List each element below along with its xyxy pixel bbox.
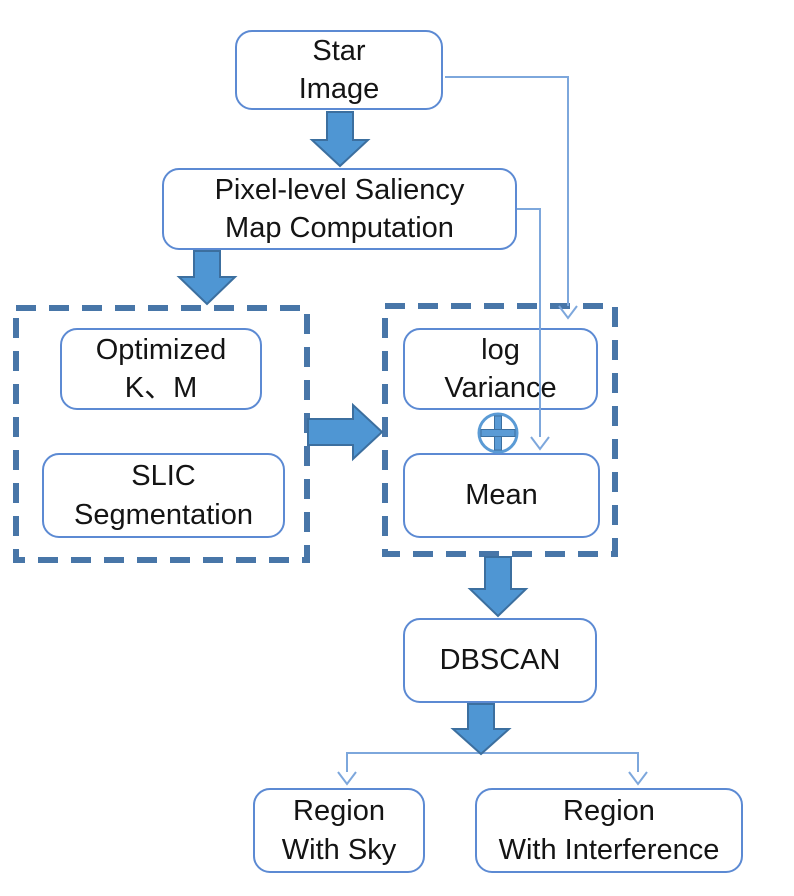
node-log-variance-label: log Variance <box>444 333 557 404</box>
arrow-dbscan-to-branches <box>450 703 512 756</box>
node-region-with-interference: Region With Interference <box>475 788 743 873</box>
arrow-pixel-to-left-group <box>176 250 238 306</box>
node-mean-label: Mean <box>465 479 538 512</box>
node-pixel-saliency-label: Pixel-level Saliency Map Computation <box>214 173 465 244</box>
circled-plus-icon <box>477 412 519 454</box>
arrow-left-group-to-right-group <box>307 402 384 462</box>
node-pixel-saliency: Pixel-level Saliency Map Computation <box>162 168 517 250</box>
node-mean: Mean <box>403 453 600 538</box>
node-star-image-label: Star Image <box>298 34 380 105</box>
node-region-with-sky: Region With Sky <box>253 788 425 873</box>
node-star-image: Star Image <box>235 30 443 110</box>
node-slic-segmentation-label: SLIC Segmentation <box>74 460 253 531</box>
node-dbscan: DBSCAN <box>403 618 597 703</box>
node-optimized-km-label: Optimized K、M <box>95 333 227 404</box>
arrow-star-to-pixel <box>309 111 371 168</box>
arrow-right-group-to-dbscan <box>467 556 529 618</box>
node-slic-segmentation: SLIC Segmentation <box>42 453 285 538</box>
edge-dbscan-branches <box>337 752 648 786</box>
node-region-with-sky-label: Region With Sky <box>281 795 397 866</box>
node-region-with-interference-label: Region With Interference <box>498 795 720 866</box>
node-log-variance: log Variance <box>403 328 598 410</box>
node-optimized-km: Optimized K、M <box>60 328 262 410</box>
node-dbscan-label: DBSCAN <box>439 644 561 677</box>
